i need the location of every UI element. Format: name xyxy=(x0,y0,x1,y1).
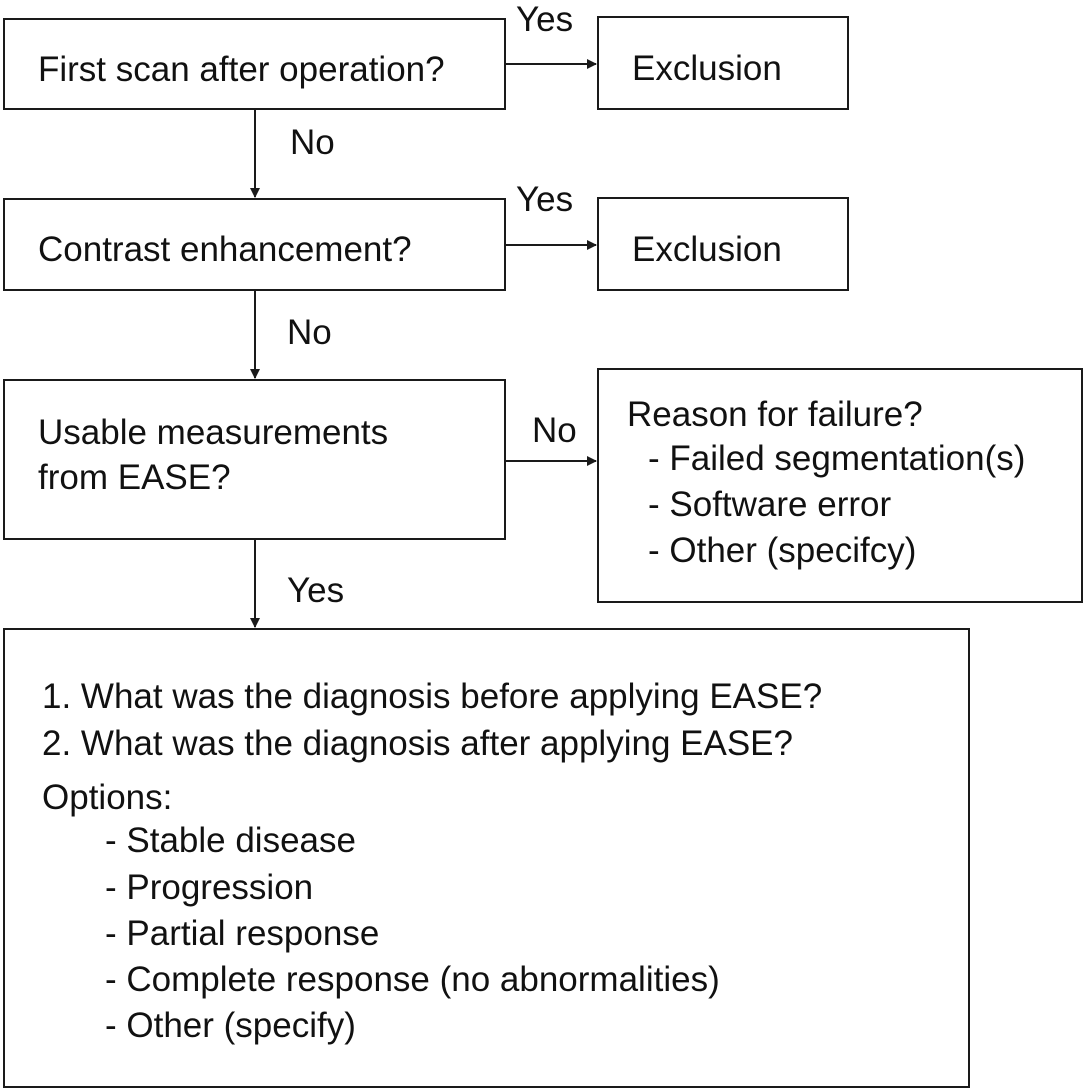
node-diagnosis-option: - Stable disease xyxy=(105,821,356,860)
node-failure-item: - Other (specifcy) xyxy=(648,531,917,570)
node-failure-item: - Software error xyxy=(648,485,892,524)
edge-label-first-scan-no: No xyxy=(290,123,335,162)
node-diagnosis-question-2: 2. What was the diagnosis after applying… xyxy=(42,724,793,763)
node-diagnosis-option: - Partial response xyxy=(105,914,380,953)
node-contrast: Contrast enhancement? xyxy=(3,198,506,291)
node-failure-title: Reason for failure? xyxy=(627,395,923,434)
node-diagnosis-question-1: 1. What was the diagnosis before applyin… xyxy=(42,677,823,716)
node-exclusion-1-text: Exclusion xyxy=(632,49,782,88)
node-exclusion-2: Exclusion xyxy=(597,197,849,291)
node-diagnosis-option: - Other (specify) xyxy=(105,1006,356,1045)
edge-label-first-scan-yes: Yes xyxy=(516,0,574,39)
node-usable-line1: Usable measurements xyxy=(38,413,389,452)
node-failure-item: - Failed segmentation(s) xyxy=(648,439,1026,478)
edge-label-contrast-no: No xyxy=(287,313,332,352)
node-exclusion-1: Exclusion xyxy=(597,16,849,110)
edge-label-usable-yes: Yes xyxy=(287,571,345,610)
node-contrast-text: Contrast enhancement? xyxy=(38,230,412,269)
node-failure: Reason for failure? - Failed segmentatio… xyxy=(597,368,1083,603)
node-diagnosis-option: - Complete response (no abnormalities) xyxy=(105,960,720,999)
edge-label-contrast-yes: Yes xyxy=(516,180,574,219)
node-diagnosis-options-label: Options: xyxy=(42,778,173,817)
node-first-scan: First scan after operation? xyxy=(3,18,506,110)
node-first-scan-text: First scan after operation? xyxy=(38,50,445,89)
node-exclusion-2-text: Exclusion xyxy=(632,230,782,269)
node-diagnosis: 1. What was the diagnosis before applyin… xyxy=(3,628,970,1088)
edge-label-usable-no: No xyxy=(532,411,577,450)
node-usable: Usable measurements from EASE? xyxy=(3,379,506,540)
node-usable-line2: from EASE? xyxy=(38,458,231,497)
node-diagnosis-option: - Progression xyxy=(105,868,314,907)
